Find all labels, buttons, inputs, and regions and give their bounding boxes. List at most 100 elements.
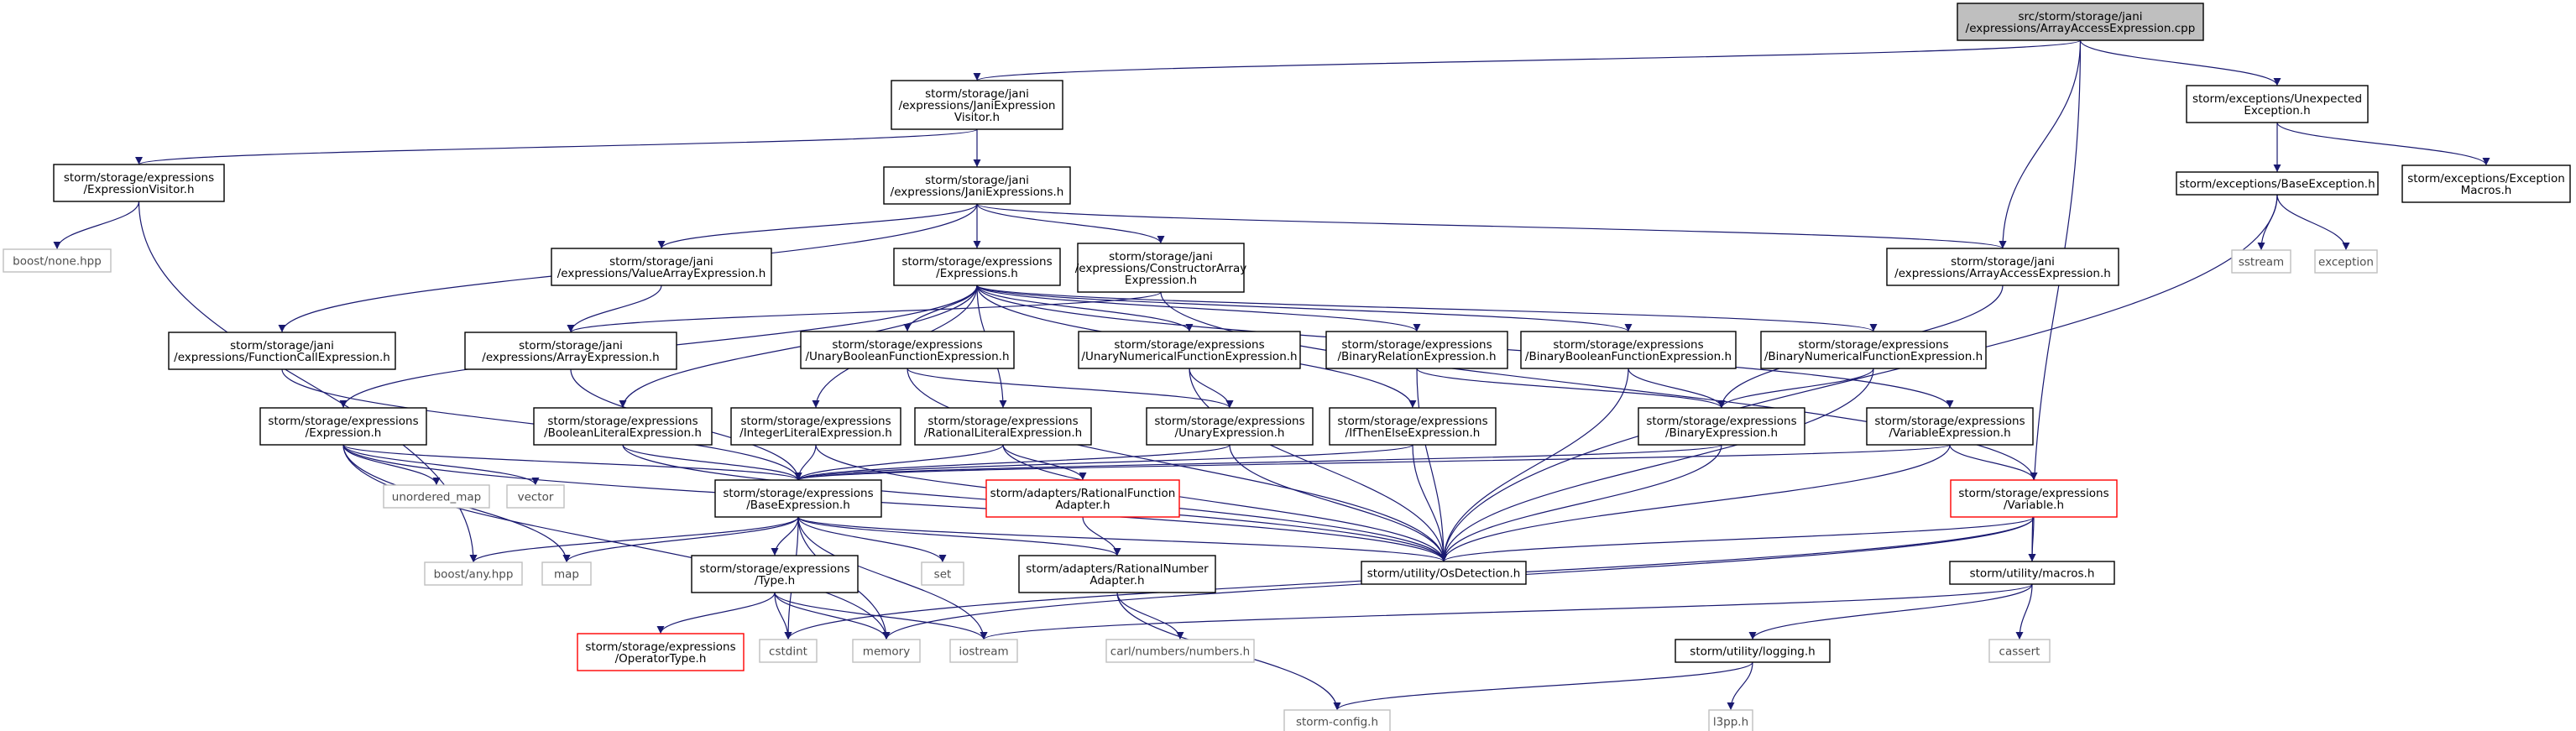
edge-unexpected-to-exceptionMacros [2276,122,2490,166]
file-node-functionCall[interactable]: storm/storage/jani/expressions/FunctionC… [168,332,396,370]
file-node-sstream[interactable]: sstream [2231,249,2291,274]
include-edge [1082,516,1121,556]
include-edge [1160,291,2038,481]
file-node-ifThenElse[interactable]: storm/storage/expressions/IfThenElseExpr… [1329,407,1497,446]
file-node-typeH[interactable]: storm/storage/expressions/Type.h [691,555,859,593]
file-node-exception[interactable]: exception [2314,249,2378,274]
file-node-janiExprs[interactable]: storm/storage/jani/expressions/JaniExpre… [883,166,1071,205]
file-node-boostNone[interactable]: boost/none.hpp [3,248,112,273]
file-node-root[interactable]: src/storm/storage/jani/expressions/Array… [1957,3,2204,41]
file-node-osDetection[interactable]: storm/utility/OsDetection.h [1361,561,1527,585]
node-label-line: storm/storage/expressions [901,255,1052,269]
node-label-line: storm/storage/expressions [1337,415,1487,428]
file-node-unaryExpr[interactable]: storm/storage/expressions/UnaryExpressio… [1146,407,1314,446]
file-node-vector[interactable]: vector [506,484,565,509]
node-label-line: vector [518,491,554,504]
file-node-logging[interactable]: storm/utility/logging.h [1675,639,1831,663]
edge-logging-to-l3pp [1727,661,1753,711]
file-node-valueArray[interactable]: storm/storage/jani/expressions/ValueArra… [551,248,772,286]
include-edge [974,39,2082,81]
file-node-unaryNum[interactable]: storm/storage/expressions/UnaryNumerical… [1078,331,1301,369]
file-node-iostream[interactable]: iostream [949,639,1018,663]
node-label-line: storm/utility/macros.h [1970,567,2095,581]
dependency-edges [53,39,2490,711]
node-label-line: storm/storage/expressions [1646,415,1796,428]
file-node-expressionH[interactable]: storm/storage/expressions/Expression.h [259,407,427,446]
edge-janiExprs-to-valueArray [657,203,978,249]
edge-unaryExpr-to-baseExpr [794,444,1231,481]
file-node-binaryBool[interactable]: storm/storage/expressions/BinaryBooleanF… [1520,331,1737,369]
file-node-constructorArray[interactable]: storm/storage/jani/expressions/Construct… [1075,243,1247,293]
file-node-macros[interactable]: storm/utility/macros.h [1949,561,2115,585]
file-node-janiVisitor[interactable]: storm/storage/jani/expressions/JaniExpre… [891,80,1063,130]
file-node-baseException[interactable]: storm/exceptions/BaseException.h [2176,171,2379,196]
node-box [883,166,1071,205]
edge-variableExpr-to-osDetection [1440,444,1951,562]
node-label-line: /expressions/JaniExpression [899,99,1056,112]
file-node-intLit[interactable]: storm/storage/expressions/IntegerLiteral… [730,407,901,446]
node-label-line: cstdint [769,645,807,659]
node-label-line: cassert [1999,645,2040,659]
edge-macros-to-cassert [2015,583,2033,640]
node-label-line: /BinaryBooleanFunctionExpression.h [1525,350,1732,363]
node-box [1146,407,1314,446]
file-node-binaryNum[interactable]: storm/storage/expressions/BinaryNumerica… [1760,331,1987,369]
edge-macros-to-logging [1748,583,2033,640]
edge-variableH-to-macros [2028,516,2036,562]
edge-root-to-arrayAccessH [1999,39,2082,249]
file-node-map[interactable]: map [541,561,592,586]
file-node-carlNumbers[interactable]: carl/numbers/numbers.h [1105,639,1255,663]
include-edge [794,444,1231,481]
file-node-variableH[interactable]: storm/storage/expressions/Variable.h [1950,479,2118,518]
file-node-stormConfig[interactable]: storm-config.h [1283,709,1391,731]
node-label-line: /expressions/ArrayExpression.h [482,351,659,364]
file-node-cstdint[interactable]: cstdint [759,639,818,663]
file-node-arrayExpr[interactable]: storm/storage/jani/expressions/ArrayExpr… [464,332,677,370]
edge-ratFuncAdapter-to-ratNumAdapter [1082,516,1121,556]
file-node-unorderedMap[interactable]: unordered_map [383,484,490,509]
file-node-ratLit[interactable]: storm/storage/expressions/RationalLitera… [914,407,1092,446]
edge-ratLit-to-ratFuncAdapter [1002,444,1087,481]
node-label-line: /Type.h [755,574,795,587]
include-edge [1727,661,1753,711]
edge-janiVisitor-to-exprVisitor [135,128,978,165]
file-node-l3pp[interactable]: l3pp.h [1708,709,1753,731]
file-node-memory[interactable]: memory [852,639,921,663]
include-edge [1333,661,1753,711]
file-node-binaryRel[interactable]: storm/storage/expressions/BinaryRelation… [1325,331,1508,369]
file-node-boolLit[interactable]: storm/storage/expressions/BooleanLiteral… [533,407,713,446]
edge-janiExprs-to-constructorArray [976,203,1165,244]
file-node-binaryExpr[interactable]: storm/storage/expressions/BinaryExpressi… [1638,407,1805,446]
include-edge [622,444,802,481]
file-node-variableExpr[interactable]: storm/storage/expressions/VariableExpres… [1866,407,2034,446]
node-box [921,561,964,586]
include-edge [795,444,1722,481]
include-edge [1229,444,1448,562]
file-node-cassert[interactable]: cassert [1988,639,2051,663]
file-node-unaryBool[interactable]: storm/storage/expressions/UnaryBooleanFu… [800,331,1015,369]
file-node-exprVisitor[interactable]: storm/storage/expressions/ExpressionVisi… [53,164,225,202]
include-edge [1440,368,1874,562]
node-label-line: boost/none.hpp [13,255,102,269]
node-label-line: Expression.h [1125,274,1197,287]
node-label-line: src/storm/storage/jani [2018,10,2142,23]
file-node-boostAny[interactable]: boost/any.hpp [424,561,523,586]
file-node-operatorType[interactable]: storm/storage/expressions/OperatorType.h [577,633,745,671]
include-edge [907,368,1234,409]
include-edge [2028,516,2036,562]
edge-exprVisitor-to-boostNone [53,201,140,250]
edge-expressionsH-to-boolLit [619,285,978,409]
edge-macros-to-iostream [980,583,2033,640]
edge-typeH-to-iostream [774,592,988,640]
node-box [1520,331,1737,369]
file-node-arrayAccessH[interactable]: storm/storage/jani/expressions/ArrayAcce… [1886,248,2119,286]
edge-baseExpr-to-boostAny [469,516,799,563]
node-label-line: /UnaryNumericalFunctionExpression.h [1081,350,1297,363]
file-node-baseExpr[interactable]: storm/storage/expressions/BaseExpression… [714,479,882,518]
file-node-expressionsH[interactable]: storm/storage/expressions/Expressions.h [893,248,1061,286]
file-node-set[interactable]: set [921,561,964,586]
